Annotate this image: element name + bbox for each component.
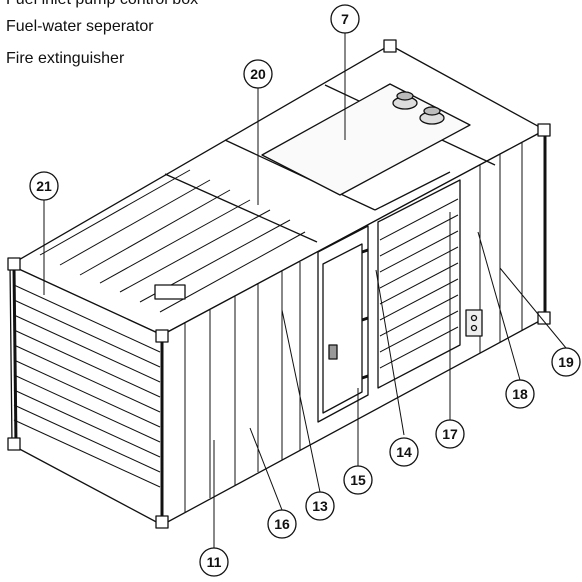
callout-17: 17	[442, 426, 458, 442]
callout-19: 19	[558, 354, 574, 370]
top-hatch	[261, 83, 471, 196]
callout-14: 14	[396, 444, 412, 460]
caption-fuel-water-separator: Fuel-water seperator	[6, 18, 154, 35]
callout-21: 21	[36, 178, 52, 194]
callout-7: 7	[341, 11, 349, 27]
caption-fuel-inlet-pump-control-box: Fuel inlet pump control box	[6, 0, 198, 9]
callout-18: 18	[512, 386, 528, 402]
callout-16: 16	[274, 516, 290, 532]
side-door	[317, 225, 369, 423]
callout-13: 13	[312, 498, 328, 514]
callout-15: 15	[350, 472, 366, 488]
caption-fire-extinguisher: Fire extinguisher	[6, 50, 125, 67]
callout-11: 11	[207, 554, 222, 570]
callout-20: 20	[250, 66, 266, 82]
